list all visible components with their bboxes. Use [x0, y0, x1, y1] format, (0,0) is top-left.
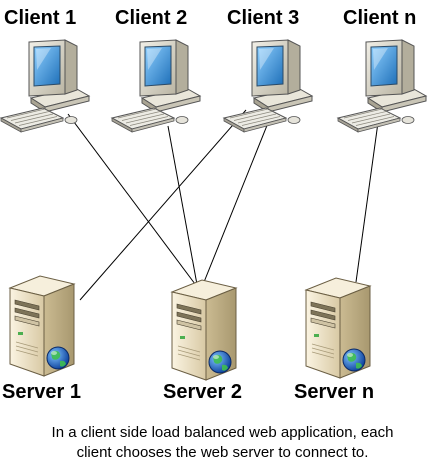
connection-client3-server1 — [79, 109, 247, 301]
connection-client3-server2 — [199, 117, 271, 293]
connection-client2-server2 — [167, 125, 199, 291]
client-2-label: Client 2 — [115, 7, 188, 29]
server-1-tower-icon — [9, 275, 75, 377]
client-1-label: Client 1 — [4, 7, 77, 29]
client-n-label: Client n — [343, 7, 417, 29]
diagram-caption: In a client side load balanced web appli… — [0, 423, 445, 463]
server-1-label: Server 1 — [2, 381, 81, 403]
client-1-computer-icon — [0, 39, 90, 133]
client-3-label: Client 3 — [227, 7, 300, 29]
server-2-tower-icon — [171, 279, 237, 381]
caption-line-1: In a client side load balanced web appli… — [51, 424, 394, 441]
connection-clientn-servern — [355, 107, 381, 283]
connection-client1-server2 — [67, 113, 199, 289]
client-3-computer-icon — [223, 39, 313, 133]
server-2-label: Server 2 — [163, 381, 242, 403]
client-n-computer-icon — [337, 39, 427, 133]
server-n-label: Server n — [294, 381, 375, 403]
caption-line-2: client chooses the web server to connect… — [76, 444, 369, 461]
server-n-tower-icon — [305, 277, 371, 379]
connection-lines — [67, 107, 381, 301]
client-2-computer-icon — [111, 39, 201, 133]
